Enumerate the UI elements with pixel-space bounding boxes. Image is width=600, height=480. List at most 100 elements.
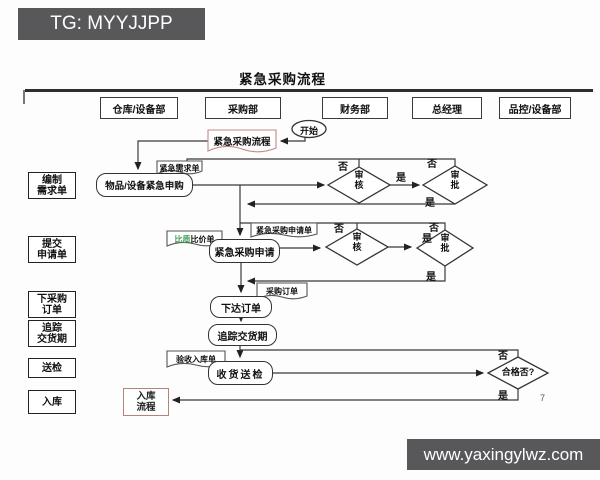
doc-shape-purchase-request [250,222,318,238]
stage-label: 追踪 [42,322,62,334]
stage-place-order: 下采购 订单 [28,291,76,318]
left-border-tick [23,90,25,104]
stage-inspection: 送检 [28,358,76,378]
website-watermark-badge: www.yaxingylwz.com [407,439,600,470]
lane-header-label: 采购部 [228,104,258,116]
lane-header-qc: 品控/设备部 [499,97,571,119]
stage-label: 提交 [42,238,62,250]
node-purchase-request: 紧急采购申请 [209,239,280,263]
purchase-request-doc-label: 紧急采购申请单 [251,223,317,236]
node-urgent-request: 物品/设备紧急申购 [96,173,193,197]
compare-doc-label: 比质比价单 [167,232,222,245]
no-label-approve1: 否 [427,159,437,170]
lane-header-label: 财务部 [340,104,370,116]
yes-label-approve1: 是 [425,198,435,209]
receipt-doc-text: 验收入库单 [176,355,216,364]
no-label-review1: 否 [338,162,348,173]
qualified-text: 合格否? [495,367,541,378]
no-label-review2: 否 [334,224,344,235]
review1-text: 审 核 [352,170,366,190]
tg-watermark-text: TG: MYYJJPP [50,13,173,34]
start-node-label: 开始 [294,124,324,137]
stage-label: 需求单 [37,185,67,197]
receipt-doc-label: 验收入库单 [167,352,225,365]
track-delivery-text: 追踪交货期 [217,331,268,343]
page-number: 7 [540,393,546,403]
yes-label-approve2: 是 [426,272,436,283]
warehouse-flow-text: 入库 [136,391,156,402]
diamond-approve2 [415,229,475,267]
doc-shape-flow [207,129,277,153]
review2-line: 审 [352,232,362,242]
start-text: 开始 [299,126,318,136]
lane-header-label: 仓库/设备部 [112,104,166,116]
lane-header-finance: 财务部 [322,97,388,119]
approve2-line: 审 [440,233,450,243]
arrow-qualified-yes-to-warehouse [171,389,519,404]
yes-label-review2: 是 [422,234,432,245]
stage-label: 订单 [42,304,62,316]
title-rule [25,89,593,92]
lane-header-purchasing: 采购部 [205,97,281,119]
demand-doc-text: 紧急需求单 [159,164,200,173]
stage-label: 入库 [42,396,62,408]
start-ellipse [291,119,327,139]
stage-label: 编制 [42,174,62,186]
approve2-line: 批 [440,242,450,253]
stage-track-delivery: 追踪 交货期 [28,320,76,347]
diamond-approve1 [421,165,489,205]
stage-label: 下采购 [37,293,67,305]
lane-header-label: 品控/设备部 [508,104,562,116]
doc-shape-demand [156,160,203,175]
arrow-no-loop-row1 [183,158,456,171]
node-place-order: 下达订单 [210,296,272,318]
place-order-text: 下达订单 [221,303,261,315]
purchase-request-text: 紧急采购申请 [214,247,275,259]
line-qualified-no-loop [240,349,519,357]
stage-submit-request: 提交 申请单 [28,236,76,263]
review1-line: 核 [354,179,364,190]
receive-inspect-text: 收货送检 [216,369,265,381]
diamond-review1 [326,166,392,204]
approve1-line: 批 [450,179,460,190]
stage-label: 送检 [42,362,62,374]
node-receive-inspect: 收货送检 [208,361,273,385]
approve1-text: 审 批 [448,170,462,190]
arrow-start-to-flowdoc [279,137,306,145]
no-label-approve2: 否 [429,223,439,234]
yes-label-qualified: 是 [498,391,508,402]
lane-header-general-manager: 总经理 [412,97,482,119]
review2-line: 核 [352,241,362,252]
flow-doc-label: 紧急采购流程 [208,132,276,148]
node-warehouse-flow: 入库 流程 [123,388,169,416]
arrow-approve2-yes-return [246,266,446,285]
approve1-line: 审 [450,170,460,180]
approve2-text: 审 批 [438,233,452,253]
warehouse-flow-text: 流程 [136,402,156,413]
order-doc-label: 采购订单 [257,284,307,297]
stage-compile-demand: 编制 需求单 [28,172,76,199]
diamond-qualified [486,356,550,390]
urgent-request-text: 物品/设备紧急申购 [105,181,184,192]
review1-line: 审 [354,170,364,180]
compare-doc-green-text: 比质 [174,235,191,244]
page-title: 紧急采购流程 [239,72,326,87]
lane-header-label: 总经理 [432,104,462,116]
tg-watermark-badge: TG: MYYJJPP [18,8,205,40]
qualified-line: 合格否? [501,367,535,377]
diamond-review2 [324,228,390,266]
arrow-flowdoc-to-request [134,140,208,171]
purchase-request-doc-text: 紧急采购申请单 [256,226,312,235]
lane-header-warehouse: 仓库/设备部 [100,97,178,119]
stage-label: 申请单 [37,249,67,261]
node-track-delivery: 追踪交货期 [208,324,277,346]
no-label-qualified: 否 [498,351,508,362]
stage-warehouse: 入库 [28,390,76,414]
compare-doc-text: 比价单 [190,235,215,244]
order-doc-text: 采购订单 [266,287,298,296]
website-watermark-text: www.yaxingylwz.com [423,444,584,464]
demand-doc-label: 紧急需求单 [157,161,202,174]
flow-doc-text: 紧急采购流程 [213,137,271,148]
review2-text: 审 核 [350,232,364,252]
